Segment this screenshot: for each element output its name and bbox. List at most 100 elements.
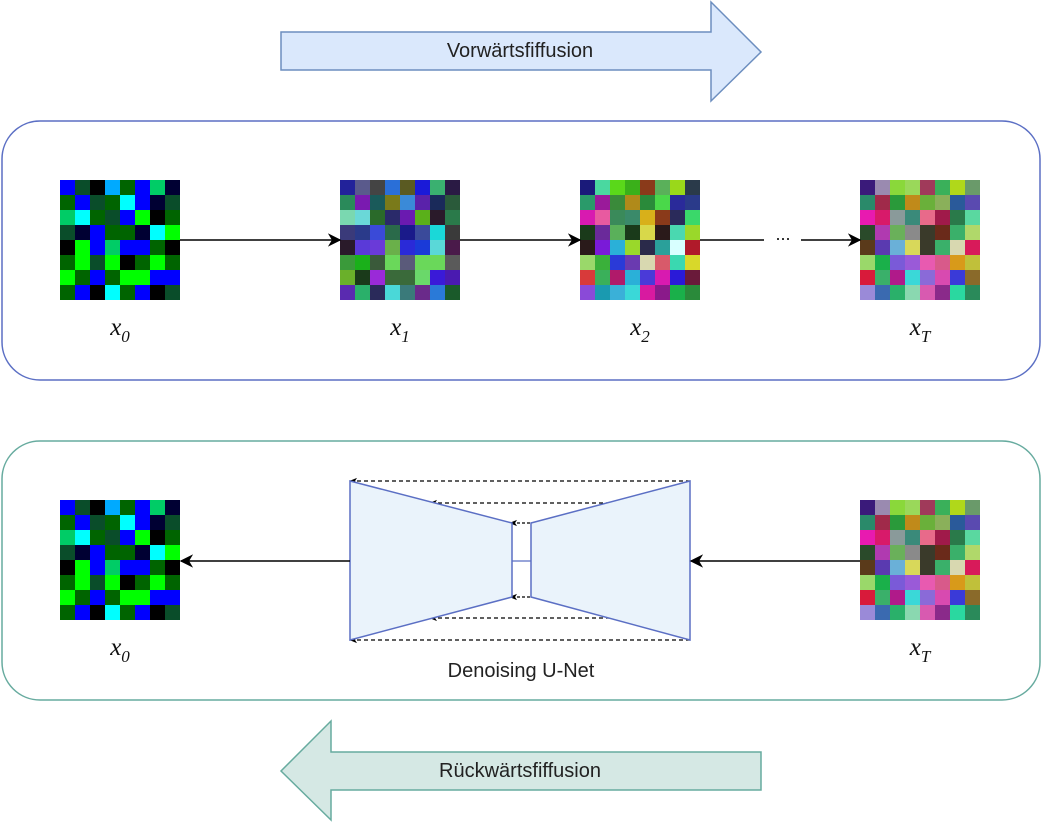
grid-cell [965, 270, 980, 285]
grid-cell [355, 210, 370, 225]
grid-cell [150, 560, 165, 575]
grid-cell [165, 195, 180, 210]
grid-cell [105, 270, 120, 285]
grid-cell [385, 255, 400, 270]
grid-cell [165, 180, 180, 195]
grid-cell [150, 605, 165, 620]
grid-cell [905, 225, 920, 240]
grid-cell [60, 255, 75, 270]
grid-cell [580, 225, 595, 240]
grid-cell [640, 240, 655, 255]
grid-cell [400, 285, 415, 300]
grid-cell [415, 285, 430, 300]
grid-cell [385, 225, 400, 240]
grid-cell [875, 255, 890, 270]
grid-cell [580, 270, 595, 285]
grid-cell [950, 500, 965, 515]
grid-cell [920, 210, 935, 225]
grid-cell [105, 575, 120, 590]
grid-cell [120, 500, 135, 515]
grid-cell [685, 240, 700, 255]
grid-cell [75, 240, 90, 255]
grid-cell [105, 605, 120, 620]
grid-cell [935, 180, 950, 195]
grid-cell [875, 195, 890, 210]
grid-cell [965, 195, 980, 210]
grid-cell [75, 560, 90, 575]
grid-cell [610, 195, 625, 210]
grid-cell [580, 240, 595, 255]
reverse-process-panel [1, 440, 1041, 701]
grid-cell [385, 270, 400, 285]
grid-cell [75, 255, 90, 270]
grid-cell [875, 500, 890, 515]
grid-cell [625, 195, 640, 210]
grid-cell [625, 255, 640, 270]
grid-cell [950, 255, 965, 270]
grid-cell [90, 575, 105, 590]
grid-cell [385, 240, 400, 255]
grid-cell [415, 225, 430, 240]
grid-cell [400, 210, 415, 225]
grid-cell [135, 180, 150, 195]
grid-cell [120, 240, 135, 255]
grid-cell [875, 590, 890, 605]
grid-cell [150, 285, 165, 300]
grid-cell [875, 270, 890, 285]
grid-cell [90, 225, 105, 240]
grid-cell [965, 605, 980, 620]
grid-cell [120, 530, 135, 545]
grid-cell [165, 270, 180, 285]
grid-cell [935, 255, 950, 270]
grid-cell [625, 240, 640, 255]
grid-cell [950, 590, 965, 605]
grid-cell [135, 530, 150, 545]
grid-cell [640, 255, 655, 270]
grid-cell [90, 515, 105, 530]
grid-cell [875, 285, 890, 300]
reverse-diffusion-arrow: Rückwärtsfiffusion [279, 719, 762, 822]
grid-cell [385, 195, 400, 210]
grid-cell [595, 270, 610, 285]
grid-cell [75, 545, 90, 560]
grid-cell [430, 240, 445, 255]
grid-cell [120, 255, 135, 270]
grid-cell [685, 210, 700, 225]
grid-cell [655, 195, 670, 210]
grid-cell [105, 590, 120, 605]
grid-cell [60, 605, 75, 620]
grid-cell [860, 240, 875, 255]
grid-cell [610, 180, 625, 195]
grid-cell [965, 240, 980, 255]
label-output-x0: x0 [109, 634, 130, 666]
grid-cell [135, 270, 150, 285]
grid-cell [75, 180, 90, 195]
reverse-arrow-shape [279, 719, 762, 822]
grid-cell [75, 285, 90, 300]
grid-cell [595, 285, 610, 300]
grid-cell [685, 180, 700, 195]
grid-cell [950, 575, 965, 590]
grid-cell [965, 560, 980, 575]
forward-arrow-shape [280, 0, 763, 103]
grid-cell [890, 270, 905, 285]
grid-cell [90, 500, 105, 515]
grid-cell [670, 285, 685, 300]
grid-cell [75, 530, 90, 545]
grid-cell [920, 605, 935, 620]
grid-cell [385, 285, 400, 300]
grid-cell [965, 210, 980, 225]
grid-cell [875, 515, 890, 530]
grid-cell [685, 285, 700, 300]
grid-cell [355, 270, 370, 285]
grid-cell [370, 240, 385, 255]
grid-cell [90, 240, 105, 255]
grid-cell [105, 545, 120, 560]
grid-cell [355, 255, 370, 270]
grid-cell [655, 225, 670, 240]
grid-cell [905, 240, 920, 255]
grid-cell [905, 515, 920, 530]
grid-cell [655, 210, 670, 225]
grid-cell [355, 240, 370, 255]
grid-cell [685, 225, 700, 240]
